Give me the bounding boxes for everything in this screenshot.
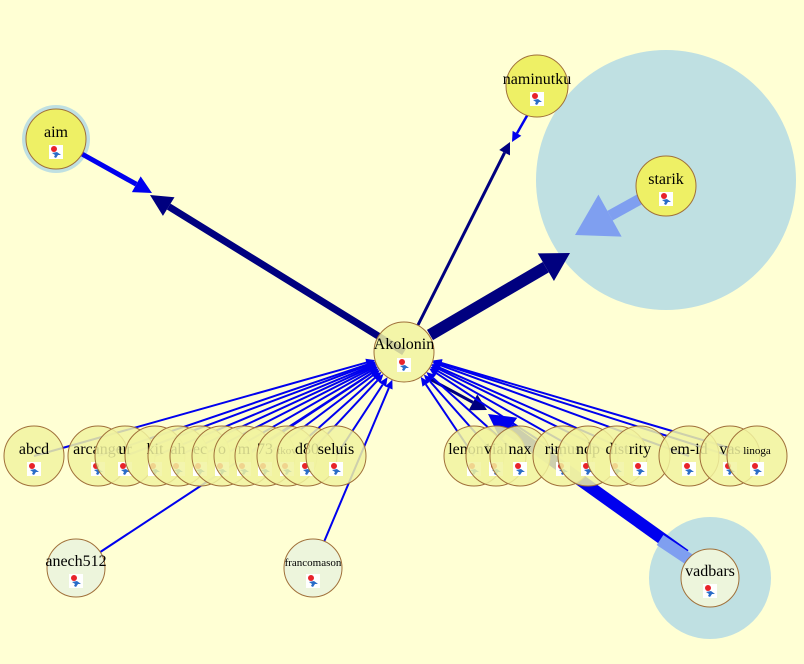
edge-starik-to-Akolonin-line[interactable] — [607, 193, 645, 221]
person-running-icon — [397, 358, 411, 372]
node-circle[interactable] — [726, 425, 788, 487]
person-running-icon — [49, 145, 63, 159]
node-anech512[interactable]: anech512 — [45, 538, 107, 598]
node-label: vadbars — [685, 563, 735, 580]
node-label: anech512 — [45, 553, 106, 570]
node-circle[interactable] — [305, 425, 367, 487]
node-label: Akolonin — [374, 336, 434, 353]
node-circle[interactable] — [283, 538, 343, 598]
node-circle[interactable] — [3, 425, 65, 487]
edge-vadbars-halo-segment — [656, 535, 694, 565]
edge-Akolonin-to-aim-line[interactable] — [166, 203, 406, 355]
node-circle[interactable] — [505, 54, 569, 118]
edge-Akolonin-to-starik-line[interactable] — [426, 261, 549, 341]
node-label: starik — [648, 171, 684, 188]
edge-Akolonin-to-naminutku-arrowhead — [499, 142, 510, 156]
edge-d80-to-Akolonin-arrowhead — [374, 373, 384, 384]
node-aim[interactable]: aim — [25, 108, 87, 170]
node-seluis[interactable]: seluis — [305, 425, 367, 487]
edge-starik-to-Akolonin[interactable] — [575, 193, 645, 237]
person-running-icon — [530, 92, 544, 106]
node-starik[interactable]: starik — [635, 155, 697, 217]
person-running-icon — [27, 462, 41, 476]
edge-naminutku-to-Akolonin[interactable] — [512, 113, 530, 142]
person-running-icon — [682, 462, 696, 476]
edge-aim-to-Akolonin[interactable] — [80, 151, 152, 193]
node-francomason[interactable]: francomason — [283, 538, 343, 598]
person-running-icon — [69, 574, 83, 588]
person-running-icon — [513, 462, 527, 476]
edge-tkov-to-Akolonin-arrowhead — [372, 371, 382, 381]
person-running-icon — [703, 584, 717, 598]
edge-linoga-to-Akolonin-arrowhead — [432, 359, 443, 367]
node-linoga[interactable]: linoga — [726, 425, 788, 487]
edge-Akolonin-to-aim[interactable] — [150, 195, 406, 355]
node-Akolonin[interactable]: Akolonin — [373, 321, 435, 383]
person-running-icon — [306, 574, 320, 588]
person-running-icon — [329, 462, 343, 476]
node-circle[interactable] — [680, 548, 740, 608]
node-label: nax — [508, 441, 531, 458]
node-label: em-id — [670, 441, 707, 458]
node-circle[interactable] — [373, 321, 435, 383]
node-label: francomason — [285, 557, 342, 569]
edge-Akolonin-to-naminutku[interactable] — [416, 142, 510, 326]
node-label: abcd — [19, 441, 49, 458]
edge-Akolonin-to-starik-arrowhead — [537, 253, 570, 281]
node-circle[interactable] — [25, 108, 87, 170]
edge-Akolonin-to-vadbars-arrowhead — [468, 394, 487, 411]
node-label: linoga — [743, 445, 771, 457]
edge-aim-to-Akolonin-arrowhead — [131, 176, 152, 193]
node-label: seluis — [318, 441, 354, 458]
edge-starik-to-Akolonin-arrowhead — [575, 194, 622, 237]
edge-seluis-to-Akolonin-arrowhead — [379, 377, 388, 387]
node-label: aim — [44, 124, 69, 141]
node-layer: Akolonin aim naminutku starik vadbars anech51… — [3, 54, 788, 608]
edge-lenon15-to-Akolonin-arrowhead — [420, 376, 430, 387]
edge-vial-to-Akolonin-arrowhead — [423, 374, 433, 384]
node-label: rity — [629, 441, 651, 458]
node-label: naminutku — [503, 71, 571, 88]
node-naminutku[interactable]: naminutku — [503, 54, 571, 118]
node-vadbars[interactable]: vadbars — [680, 548, 740, 608]
edge-Akolonin-to-vadbars[interactable] — [427, 376, 487, 411]
edge-francomason-to-Akolonin-arrowhead — [385, 379, 393, 390]
edge-Akolonin-to-starik[interactable] — [426, 253, 570, 341]
node-rity[interactable]: rity — [609, 425, 671, 487]
person-running-icon — [633, 462, 647, 476]
node-abcd[interactable]: abcd — [3, 425, 65, 487]
edge-naminutku-to-Akolonin-arrowhead — [512, 130, 522, 142]
node-circle[interactable] — [46, 538, 106, 598]
edge-Akolonin-to-vadbars-line[interactable] — [427, 376, 474, 404]
edge-naminutku-to-Akolonin-line[interactable] — [515, 113, 530, 134]
edge-nax-to-Akolonin-arrowhead — [426, 372, 436, 382]
person-running-icon — [750, 462, 764, 476]
node-circle[interactable] — [635, 155, 697, 217]
person-running-icon — [659, 192, 673, 206]
edge-aim-to-Akolonin-line[interactable] — [80, 151, 138, 187]
node-nax[interactable]: nax — [489, 425, 551, 487]
edge-Akolonin-to-naminutku-line[interactable] — [416, 152, 506, 326]
edge-Akolonin-to-aim-arrowhead — [150, 195, 175, 216]
